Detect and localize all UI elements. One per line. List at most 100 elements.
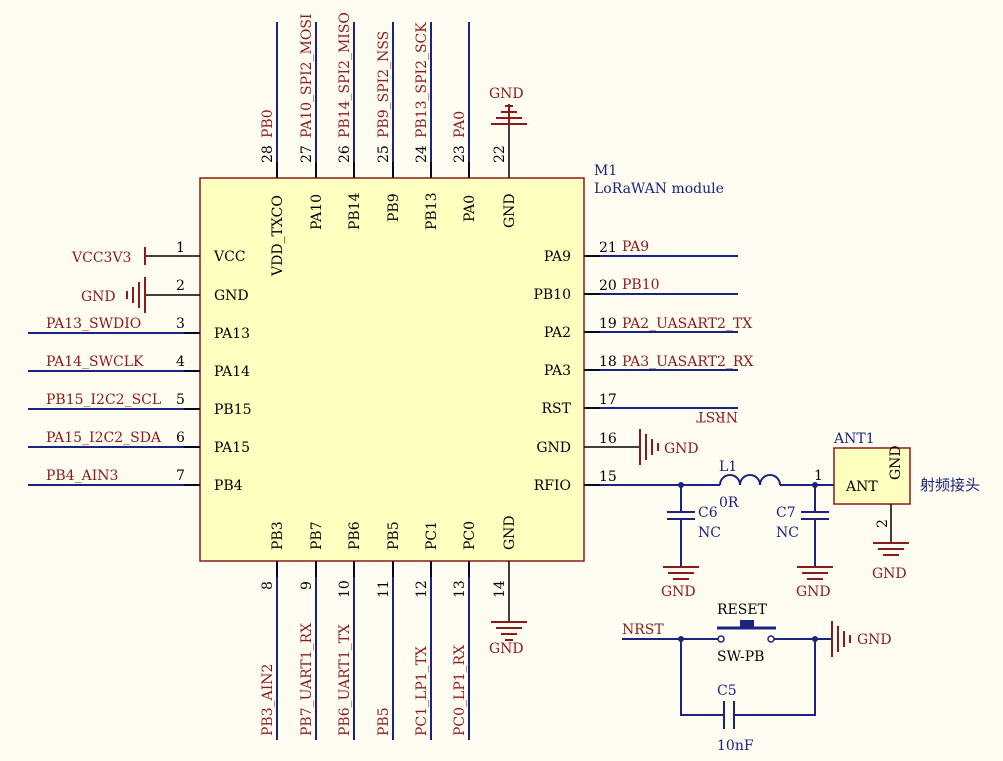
pin-name: PC0: [462, 521, 478, 550]
pin-name: PB6: [347, 521, 363, 550]
pin-name: PA10: [309, 194, 325, 230]
pin-name: PB5: [386, 521, 402, 550]
net-label: PB13_SPI2_SCK: [414, 22, 430, 138]
switch-ref: RESET: [717, 602, 768, 618]
inductor-l1: [719, 474, 781, 486]
pin-number: 1: [176, 240, 185, 256]
pin-number: 28: [260, 145, 276, 163]
gnd-label: GND: [664, 441, 699, 457]
pin-name: VDD_TXCO: [270, 195, 286, 277]
gnd-icon: [491, 104, 527, 125]
pin-name: VCC: [213, 249, 246, 265]
pin-name: PB10: [533, 287, 571, 303]
net-label: PA9: [622, 239, 649, 255]
net-label: PB3_AIN2: [260, 664, 276, 736]
gnd-label: GND: [81, 289, 116, 305]
net-label: PB9_SPI2_NSS: [376, 31, 392, 138]
pin-name: PA15: [214, 440, 250, 456]
net-label: PA13_SWDIO: [46, 316, 141, 332]
pin-name: RFIO: [534, 478, 571, 494]
pin-name: PB7: [309, 521, 325, 550]
pin-number: 27: [299, 145, 315, 163]
c7-ref: C7: [776, 505, 796, 521]
c5-ref: C5: [717, 683, 737, 699]
pin-name: PA0: [462, 195, 478, 222]
pin-number: 26: [337, 145, 353, 163]
pin-name: PC1: [424, 521, 440, 550]
right-pins: 21 20 19 18 17 16 15 PA9 PB10 PA2_UASART…: [533, 239, 753, 494]
ant-ref: ANT1: [833, 431, 875, 447]
c7-value: NC: [776, 525, 799, 541]
bottom-pins: 8 9 10 11 12 13 14 PB3_AIN2 PB7_UART1_RX…: [260, 515, 527, 740]
pin-name: PB13: [424, 192, 440, 230]
net-label: PB7_UART1_RX: [299, 623, 315, 736]
pin-number: 17: [599, 392, 617, 408]
pin-name: PA3: [544, 363, 571, 379]
c6-ref: C6: [698, 505, 718, 521]
pin-number: 3: [176, 316, 185, 332]
gnd-icon: [831, 621, 851, 657]
c5-value: 10nF: [717, 738, 754, 754]
pin-number: 5: [176, 392, 185, 408]
pin-number: 6: [176, 430, 185, 446]
pin-number: 14: [492, 580, 508, 598]
pin-number: 8: [260, 581, 276, 590]
pin-name: PA2: [544, 325, 571, 341]
pin-name: PA14: [214, 364, 250, 380]
gnd-label: GND: [857, 632, 892, 648]
pin-name: PB14: [347, 192, 363, 230]
pin-name: PB3: [270, 521, 286, 550]
pin-number: 11: [376, 580, 392, 598]
nrst-label: NRST: [622, 622, 664, 638]
net-label: PA14_SWCLK: [46, 354, 144, 370]
net-label: PA10_SPI2_MOSI: [299, 14, 315, 138]
reset-section: NRST RESET SW-PB GND C5 10nF: [622, 602, 892, 754]
gnd-label: GND: [796, 584, 831, 600]
pin-name: GND: [502, 515, 518, 550]
pin-number: 21: [599, 240, 617, 256]
net-label: PB14_SPI2_MISO: [337, 12, 353, 138]
net-label: PB15_I2C2_SCL: [46, 392, 161, 408]
net-label: PA3_UASART2_RX: [622, 354, 753, 370]
pin-name: GND: [214, 288, 249, 304]
pin-number: 7: [176, 468, 185, 484]
pin-number: 20: [599, 278, 617, 294]
gnd-icon: [663, 566, 699, 580]
pin-name: PB9: [386, 193, 402, 222]
left-pins: VCC3V3 GND 1 2 3 4 5 6 7 PA13_SWDIO PA14…: [28, 240, 252, 494]
net-label: PC0_LP1_RX: [452, 645, 468, 736]
pin-name: PB15: [214, 402, 252, 418]
pin-number: 23: [452, 145, 468, 163]
rf-section: L1 0R C6 NC GND C7 NC GND AN: [661, 431, 980, 600]
gnd-label: GND: [489, 641, 524, 657]
switch-value: SW-PB: [717, 649, 764, 665]
net-label: PB0: [260, 109, 276, 138]
gnd-icon: [491, 621, 527, 641]
pin-name: PA13: [214, 326, 250, 342]
pin-number: 15: [599, 469, 617, 485]
net-label: PA0: [452, 111, 468, 138]
c6-value: NC: [698, 525, 721, 541]
ant-gnd-name: GND: [888, 445, 904, 480]
net-label: NRST: [696, 408, 738, 424]
l1-value: 0R: [719, 495, 739, 511]
net-label: PB4_AIN3: [46, 468, 118, 484]
net-label: PB5: [376, 707, 392, 736]
pin-name: RST: [542, 401, 572, 417]
pin-number: 16: [599, 431, 617, 447]
pin-number: 24: [414, 145, 430, 163]
ant-pin-number: 1: [814, 468, 823, 484]
pin-name: GND: [502, 193, 518, 228]
pin-number: 18: [599, 354, 617, 370]
pin-name: GND: [536, 440, 571, 456]
net-label: PA2_UASART2_TX: [622, 316, 752, 332]
gnd-label: GND: [661, 584, 696, 600]
ant-pin-number: 2: [875, 519, 891, 528]
pin-number: 25: [376, 145, 392, 163]
net-label: VCC3V3: [71, 250, 131, 266]
pin-number: 4: [176, 354, 185, 370]
module-description: LoRaWAN module: [594, 181, 724, 197]
l1-ref: L1: [719, 459, 737, 475]
antenna-connector: [833, 447, 911, 505]
